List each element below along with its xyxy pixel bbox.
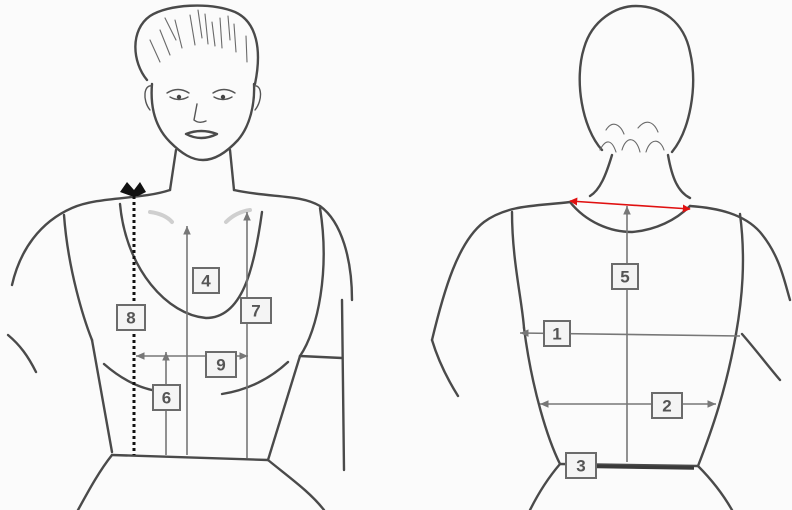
front-label-7: 7 [241,298,271,323]
shoulder-point-icon [120,182,146,196]
back-label-5: 5 [612,264,638,289]
back-label-1: 1 [544,321,570,346]
svg-text:4: 4 [201,272,211,291]
front-waist [112,455,268,460]
svg-text:7: 7 [251,302,260,321]
back-head [580,6,693,152]
front-hair [135,6,258,84]
svg-text:2: 2 [662,397,671,416]
back-torso-outline [432,202,570,340]
front-neck [170,150,234,190]
back-neckline [570,202,690,232]
front-label-6: 6 [153,385,180,410]
back-label-3: 3 [566,453,596,478]
front-label-4: 4 [193,268,219,293]
back-neck-width-arrow [570,201,690,209]
svg-text:3: 3 [576,457,585,476]
front-torso-outline [12,190,170,285]
front-view: 4 6 7 8 9 [8,6,352,510]
svg-text:5: 5 [620,268,629,287]
svg-text:9: 9 [216,356,225,375]
front-label-9: 9 [206,352,236,377]
front-eyes [167,90,235,94]
front-mouth [186,131,217,138]
svg-text:8: 8 [126,309,135,328]
front-label-8: 8 [117,305,145,330]
svg-text:1: 1 [552,325,561,344]
back-view: 5 1 2 3 [432,6,790,510]
back-label-2: 2 [652,393,682,418]
svg-text:6: 6 [162,389,171,408]
